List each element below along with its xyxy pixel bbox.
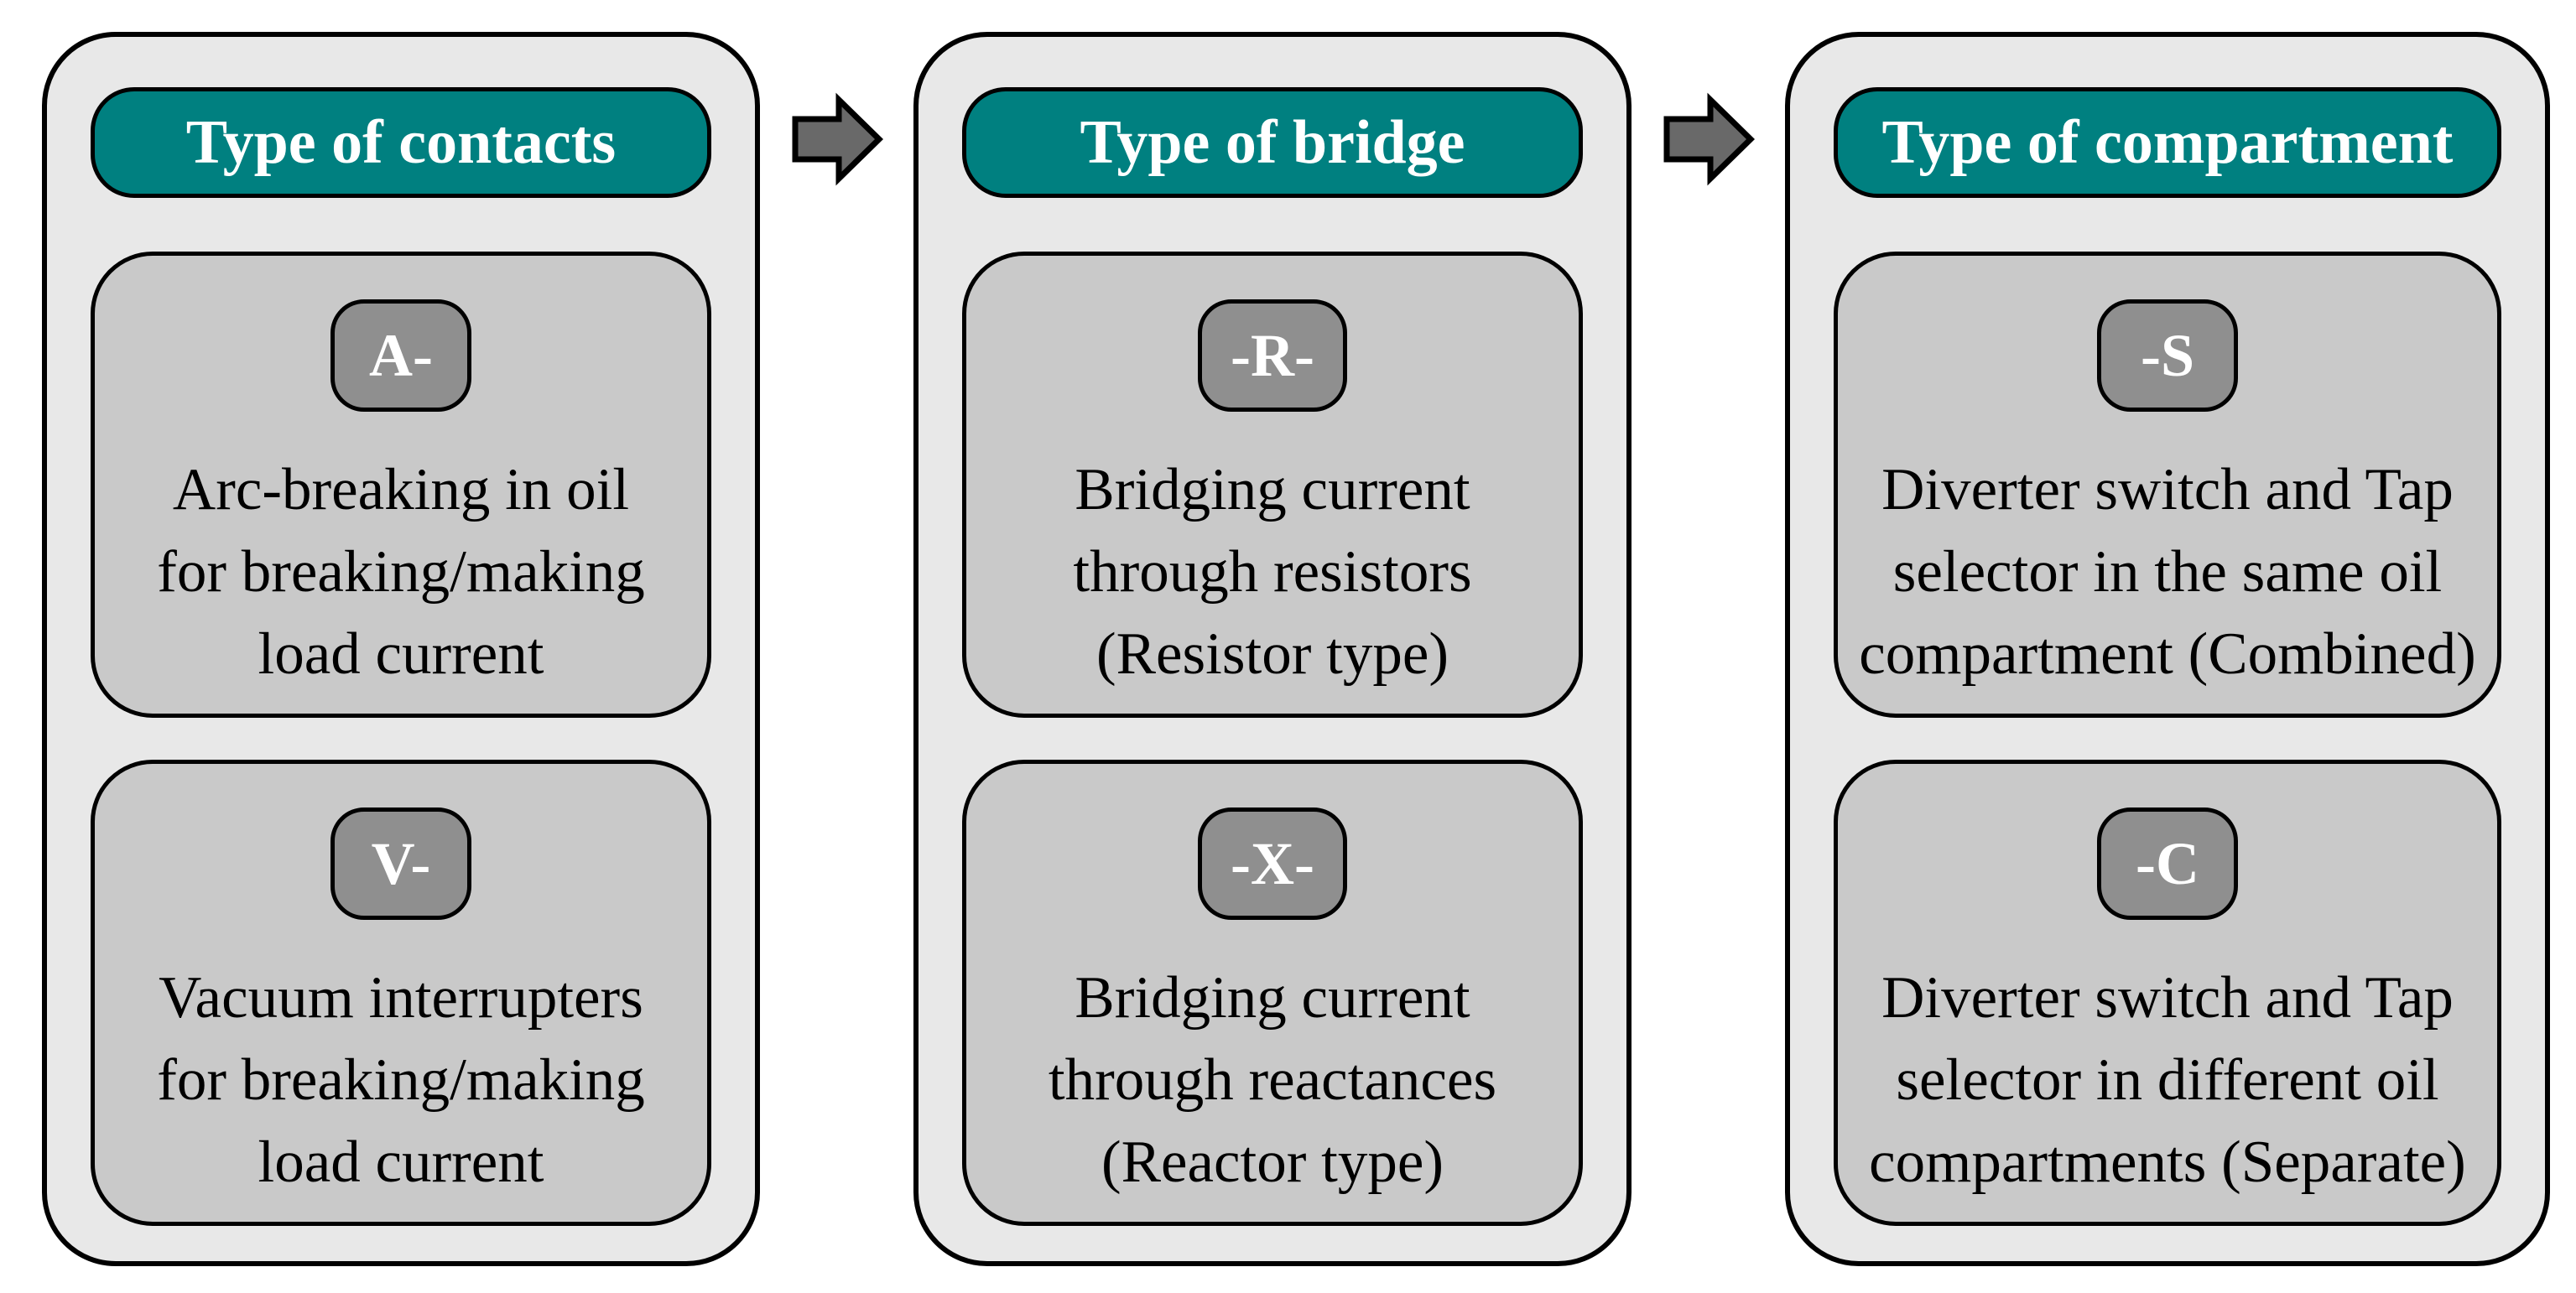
arrow-cell-2	[1631, 32, 1785, 1266]
card-contacts-v: V- Vacuum interrupters for breaking/maki…	[91, 760, 711, 1226]
arrow-cell-1	[760, 32, 913, 1266]
right-block-arrow-icon	[1663, 92, 1755, 186]
right-block-arrow-icon	[792, 92, 883, 186]
column-header-type-of-bridge: Type of bridge	[962, 87, 1583, 198]
column-type-of-contacts: Type of contacts A- Arc-breaking in oil …	[42, 32, 760, 1266]
code-badge-v: V-	[330, 807, 471, 920]
card-contacts-a: A- Arc-breaking in oil for breaking/maki…	[91, 252, 711, 718]
card-description-a: Arc-breaking in oil for breaking/making …	[157, 457, 645, 687]
card-description-r: Bridging current through resistors (Resi…	[1073, 457, 1472, 687]
card-bridge-x: -X- Bridging current through reactances …	[962, 760, 1583, 1226]
card-bridge-r: -R- Bridging current through resistors (…	[962, 252, 1583, 718]
column-type-of-compartment: Type of compartment -S Diverter switch a…	[1785, 32, 2550, 1266]
card-compartment-s: -S Diverter switch and Tap selector in t…	[1834, 252, 2501, 718]
code-badge-x: -X-	[1198, 807, 1347, 920]
column-header-type-of-contacts: Type of contacts	[91, 87, 711, 198]
column-header-type-of-compartment: Type of compartment	[1834, 87, 2501, 198]
column-type-of-bridge: Type of bridge -R- Bridging current thro…	[913, 32, 1631, 1266]
card-description-x: Bridging current through reactances (Rea…	[1048, 965, 1497, 1195]
code-badge-r: -R-	[1198, 299, 1347, 412]
card-compartment-c: -C Diverter switch and Tap selector in d…	[1834, 760, 2501, 1226]
card-description-v: Vacuum interrupters for breaking/making …	[157, 965, 645, 1195]
card-description-s: Diverter switch and Tap selector in the …	[1859, 457, 2476, 687]
code-badge-c: -C	[2097, 807, 2238, 920]
code-badge-s: -S	[2097, 299, 2238, 412]
card-description-c: Diverter switch and Tap selector in diff…	[1869, 965, 2466, 1195]
tap-changer-type-diagram: Type of contacts A- Arc-breaking in oil …	[42, 32, 2550, 1266]
code-badge-a: A-	[330, 299, 471, 412]
